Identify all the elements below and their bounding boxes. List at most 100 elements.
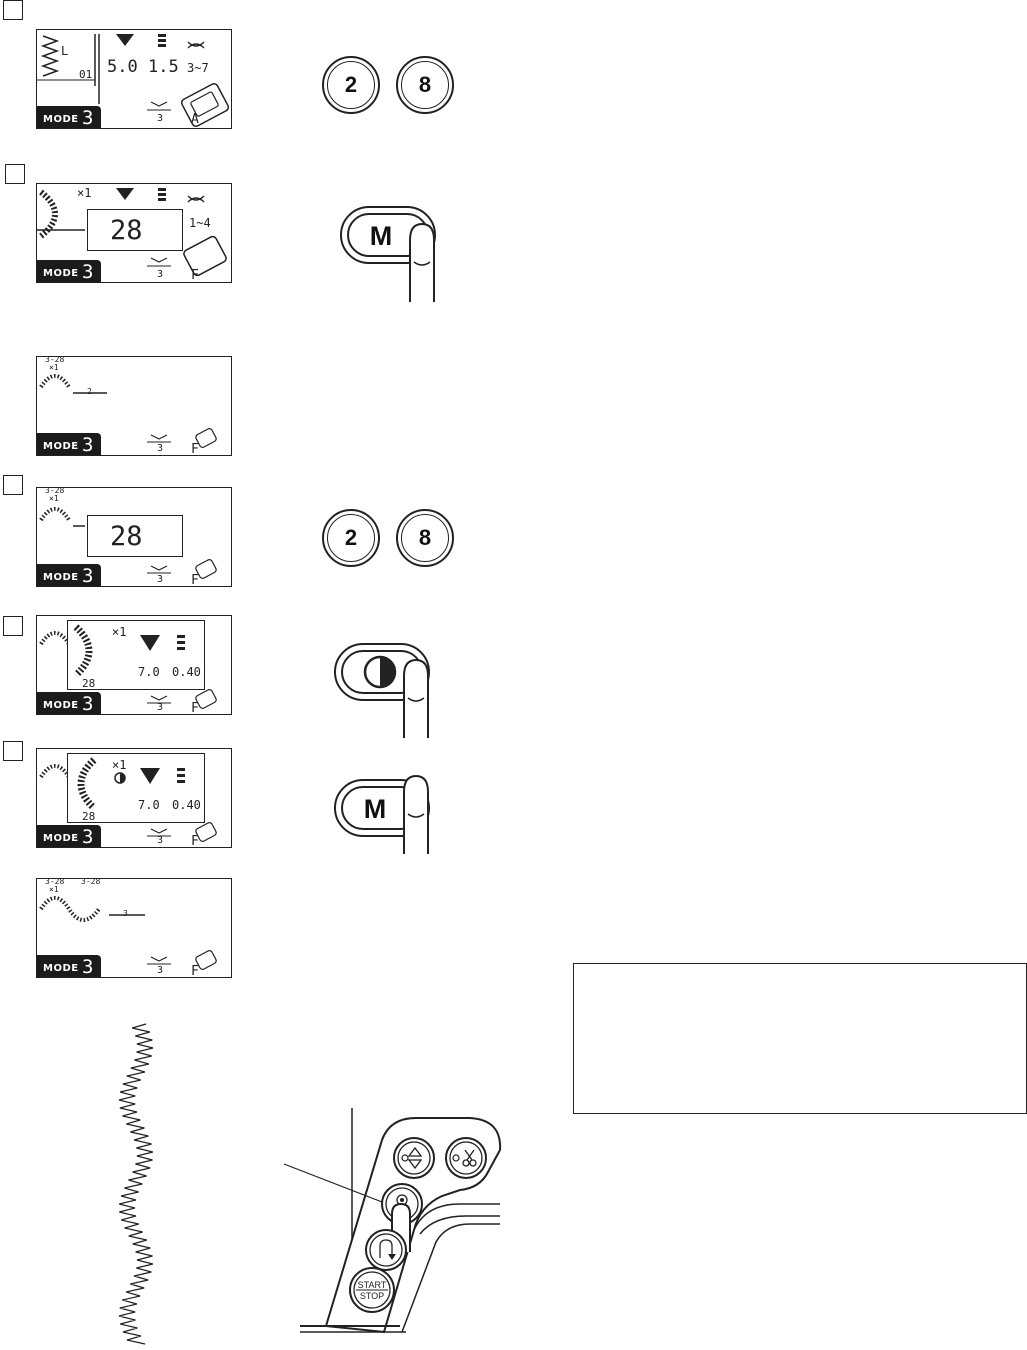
mode-indicator: MODE 3 [37, 106, 101, 128]
tension-digit: 3 [157, 269, 164, 280]
lcd-screen-step-2: ×1 1~4 28 3 F MODE 3 [36, 183, 232, 283]
memory-pattern-preview [39, 631, 217, 709]
multiplier: ×1 [77, 186, 92, 200]
lcd-screen-step-1: L 01 5.0 1.5 3~7 3 A MODE 3 [36, 29, 232, 129]
presser-foot-letter: F [191, 573, 199, 587]
memory-key-label: M [363, 794, 387, 824]
stitch-width-value: 7.0 [138, 665, 160, 679]
tension-digit: 3 [157, 702, 164, 713]
pattern-number: 01 [79, 68, 93, 81]
presser-foot-letter: F [191, 442, 199, 456]
mirrored-pattern-preview [77, 757, 185, 811]
needle-up-down-icon[interactable] [393, 1137, 435, 1179]
presser-foot-letter: F [191, 964, 199, 978]
tension-digit: 3 [157, 965, 164, 976]
pattern-info-popup: ×1 7.0 0.40 28 [67, 620, 205, 690]
number-key-label: 2 [344, 525, 358, 550]
mode-label: MODE [43, 268, 79, 279]
control-panel-illustration: START STOP [283, 1108, 502, 1334]
pattern-number: 28 [82, 677, 96, 690]
multiplier: ×1 [112, 758, 127, 772]
number-entry-popup: 28 [87, 209, 183, 251]
memory-pattern-preview [39, 896, 217, 970]
pattern-preview [73, 624, 185, 678]
mode-label: MODE [43, 441, 79, 452]
lcd-screen-step-7: 3-28 3-28 ×1 3 3 F MODE 3 [36, 878, 232, 978]
mode-number: 3 [82, 107, 94, 129]
lcd-screen-step-4: 3-28 ×1 28 3 F MODE 3 [36, 487, 232, 587]
tension-digit: 3 [157, 113, 164, 124]
mode-indicator: MODE 3 [37, 260, 101, 282]
multiplier: ×1 [49, 494, 59, 503]
mode-label: MODE [43, 833, 79, 844]
mode-number: 3 [82, 956, 94, 978]
memory-pattern-preview [39, 507, 217, 579]
number-key-label: 8 [418, 525, 432, 550]
stitch-width-value: 5.0 [107, 57, 138, 77]
presser-foot-letter: A [191, 112, 199, 127]
lcd-screen-step-6: ×1 7.0 0.40 28 3 F MODE 3 [36, 748, 232, 848]
number-key-2[interactable]: 2 [322, 56, 380, 114]
pattern-number: 28 [82, 810, 96, 823]
reverse-icon[interactable] [365, 1229, 407, 1271]
finger-press-icon [409, 222, 435, 302]
mode-indicator: MODE 3 [37, 564, 101, 586]
note-box [573, 963, 1027, 1114]
multiplier: ×1 [49, 363, 59, 372]
stitch-length-value: 1.5 [148, 57, 179, 77]
crescent-pattern-icon [37, 188, 227, 277]
number-key-label: 8 [418, 72, 432, 97]
finger-press-icon [403, 774, 429, 854]
thread-cutter-icon[interactable] [445, 1137, 487, 1179]
stitch-length-value: 0.40 [172, 798, 201, 812]
number-key-8[interactable]: 8 [396, 56, 454, 114]
mode-indicator: MODE 3 [37, 825, 101, 847]
multiplier: ×1 [49, 885, 59, 894]
stitch-length-value: 0.40 [172, 665, 201, 679]
mode-number: 3 [82, 261, 94, 283]
cursor-position: 2 [87, 387, 92, 396]
lcd-screen-step-5: ×1 7.0 0.40 28 3 F MODE 3 [36, 615, 232, 715]
mode-number: 3 [82, 565, 94, 587]
cursor-position: 3 [123, 909, 128, 918]
start-label: START [358, 1280, 387, 1290]
mode-number: 3 [82, 826, 94, 848]
presser-foot-letter: F [191, 834, 199, 848]
mode-indicator: MODE 3 [37, 955, 101, 977]
tension-range: 3~7 [187, 61, 209, 75]
entered-number: 28 [110, 521, 143, 552]
mode-label: MODE [43, 700, 79, 711]
memory-header: 3-28 [45, 487, 65, 495]
mirror-image-icon [363, 655, 397, 689]
finger-press-icon [403, 658, 429, 738]
step-marker-1 [3, 0, 23, 20]
mode-label: MODE [43, 114, 79, 125]
presser-foot-letter: F [191, 268, 199, 283]
pattern-info-popup: ×1 7.0 0.40 28 [67, 753, 205, 823]
stitch-width-value: 7.0 [138, 798, 160, 812]
memory-header: 3-28 [45, 356, 65, 364]
memory-header-2: 3-28 [81, 878, 101, 886]
step-marker-6 [3, 741, 23, 761]
number-key-2[interactable]: 2 [322, 509, 380, 567]
mode-label: MODE [43, 572, 79, 583]
mode-label: MODE [43, 963, 79, 974]
number-key-8[interactable]: 8 [396, 509, 454, 567]
stitch-letter: L [61, 44, 69, 58]
mode-indicator: MODE 3 [37, 692, 101, 714]
memory-pattern-preview [39, 764, 217, 842]
lcd-screen-step-3: 3-28 ×1 2 3 F MODE 3 [36, 356, 232, 456]
stop-label: STOP [360, 1291, 384, 1301]
zigzag-pattern-icon [37, 34, 230, 127]
start-stop-button[interactable]: START STOP [349, 1267, 395, 1313]
step-marker-5 [3, 616, 23, 636]
tension-digit: 3 [157, 574, 164, 585]
presser-foot-letter: F [191, 701, 199, 715]
memory-key-label: M [369, 221, 393, 251]
mode-indicator: MODE 3 [37, 433, 101, 455]
mode-number: 3 [82, 693, 94, 715]
memory-header: 3-28 [45, 878, 65, 886]
number-key-label: 2 [344, 72, 358, 97]
tension-range: 1~4 [189, 216, 211, 230]
mode-number: 3 [82, 434, 94, 456]
